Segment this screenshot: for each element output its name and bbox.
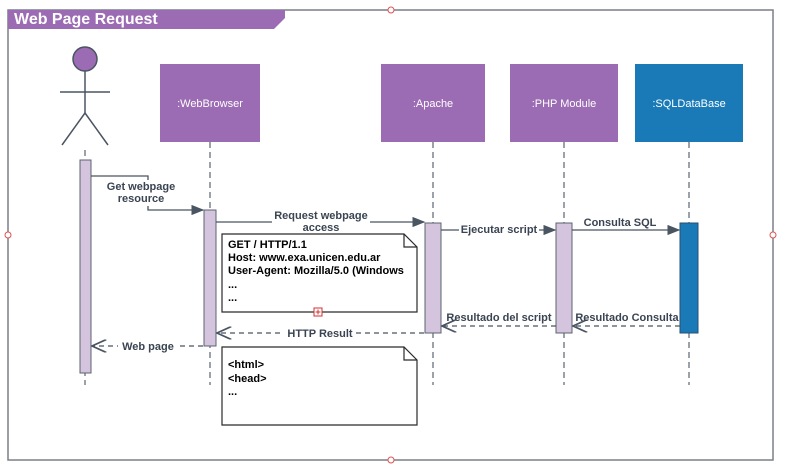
message-get-resource-label-1: Get webpage <box>107 181 175 193</box>
participant-browser[interactable]: :WebBrowser <box>160 64 260 142</box>
message-web-page-label: Web page <box>122 341 174 353</box>
note-html-response[interactable]: <html> <head> ... <box>221 346 418 426</box>
svg-text:User-Agent: Mozilla/5.0 (Windo: User-Agent: Mozilla/5.0 (Windows <box>228 265 404 277</box>
message-consulta-sql-label: Consulta SQL <box>584 217 657 229</box>
message-ejecutar-script-label: Ejecutar script <box>461 224 538 236</box>
svg-text:<html>: <html> <box>228 359 264 371</box>
svg-text::WebBrowser: :WebBrowser <box>177 98 243 110</box>
message-request-access-label-2: access <box>303 222 340 234</box>
frame-title-tab <box>8 10 285 29</box>
svg-text:GET / HTTP/1.1: GET / HTTP/1.1 <box>228 239 307 251</box>
svg-text::Apache: :Apache <box>413 98 453 110</box>
svg-text:Host: www.exa.unicen.edu.ar: Host: www.exa.unicen.edu.ar <box>228 252 381 264</box>
expand-icon[interactable] <box>313 307 323 317</box>
svg-text:<head>: <head> <box>228 373 267 385</box>
message-http-result-label: HTTP Result <box>287 328 353 340</box>
resize-handle-left[interactable] <box>4 231 12 239</box>
message-resultado-script-label: Resultado del script <box>446 312 551 324</box>
activation-php[interactable] <box>555 222 573 334</box>
activation-apache[interactable] <box>424 222 442 334</box>
activation-actor[interactable] <box>79 159 92 374</box>
resize-handle-bottom[interactable] <box>387 456 395 464</box>
svg-text:...: ... <box>228 386 237 398</box>
participant-sql[interactable]: :SQLDataBase <box>635 64 743 142</box>
note-http-request[interactable]: GET / HTTP/1.1 Host: www.exa.unicen.edu.… <box>221 233 418 313</box>
actor-user[interactable] <box>60 46 110 146</box>
svg-text::PHP Module: :PHP Module <box>532 98 597 110</box>
svg-text:...: ... <box>228 292 237 304</box>
resize-handle-top[interactable] <box>387 6 395 14</box>
svg-text::SQLDataBase: :SQLDataBase <box>652 98 725 110</box>
message-request-access-label-1: Request webpage <box>274 210 368 222</box>
participant-php[interactable]: :PHP Module <box>510 64 618 142</box>
svg-text:...: ... <box>228 279 237 291</box>
frame-title: Web Page Request <box>14 11 158 28</box>
message-resultado-consulta-label: Resultado Consulta <box>575 312 679 324</box>
resize-handle-right[interactable] <box>769 231 777 239</box>
participant-apache[interactable]: :Apache <box>381 64 485 142</box>
activation-browser[interactable] <box>203 209 217 347</box>
activation-sql[interactable] <box>679 222 699 334</box>
message-get-resource-label-2: resource <box>118 193 164 205</box>
